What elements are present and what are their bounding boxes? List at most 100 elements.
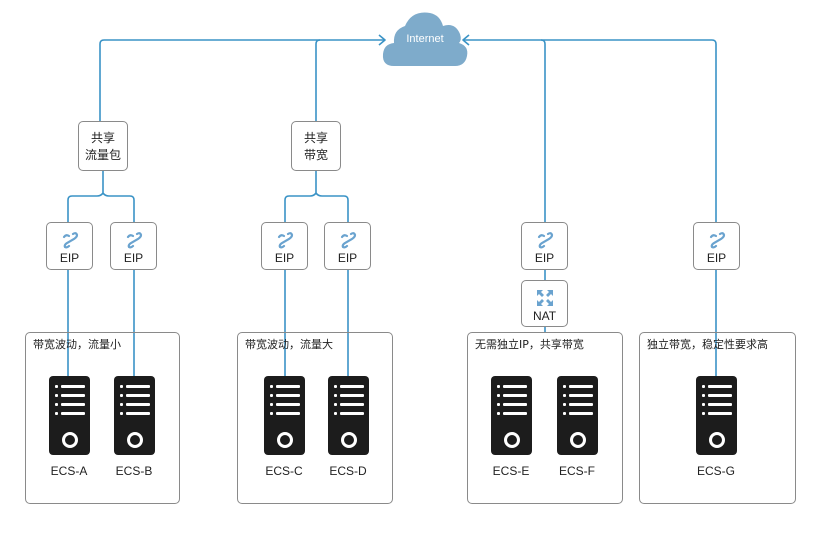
server-slot (334, 385, 364, 388)
server-label: ECS-E (492, 464, 530, 478)
server-slot-bar (340, 403, 364, 406)
server-slot-dot (563, 403, 566, 406)
server-label: ECS-G (696, 464, 735, 478)
server-slot-bar (340, 412, 364, 415)
eip-label: EIP (123, 251, 144, 265)
server-icon[interactable] (49, 376, 90, 455)
server-slot (702, 412, 732, 415)
server-slot-bar (708, 385, 732, 388)
group-caption: 带宽波动，流量大 (245, 338, 333, 351)
wire-bus-right-2 (540, 39, 546, 222)
server-slot (55, 385, 85, 388)
server-slot-dot (334, 403, 337, 406)
server-slot (120, 412, 150, 415)
nat-label: NAT (532, 309, 557, 323)
eip-node-g[interactable]: EIP (693, 222, 740, 270)
server-slot-bar (569, 385, 593, 388)
server-slot (120, 385, 150, 388)
server-slot-bar (503, 394, 527, 397)
shared-traffic-package-line2: 流量包 (84, 148, 121, 162)
server-slot-bar (340, 394, 364, 397)
server-slot-bar (61, 403, 85, 406)
wire-fork-2 (284, 171, 349, 222)
server-icon[interactable] (264, 376, 305, 455)
server-icon[interactable] (491, 376, 532, 455)
server-slot-dot (55, 385, 58, 388)
server-slot-dot (270, 385, 273, 388)
shared-traffic-package-node[interactable]: 共享 流量包 (78, 121, 128, 171)
eip-label: EIP (274, 251, 295, 265)
server-slot (334, 394, 364, 397)
server-slot (334, 403, 364, 406)
server-slot (270, 385, 300, 388)
group-caption: 带宽波动，流量小 (33, 338, 121, 351)
eip-link-icon (340, 232, 356, 249)
group-shared-package: 带宽波动，流量小 (25, 332, 180, 504)
server-slot-dot (563, 385, 566, 388)
server-slot-bar (708, 403, 732, 406)
server-slot-bar (61, 385, 85, 388)
power-button-icon (127, 432, 143, 448)
server-slot-dot (334, 385, 337, 388)
eip-link-icon (277, 232, 293, 249)
group-dedicated: 独立带宽，稳定性要求高 (639, 332, 796, 504)
server-slot-bar (708, 394, 732, 397)
server-slot (702, 403, 732, 406)
server-slot-dot (497, 403, 500, 406)
server-slot (563, 412, 593, 415)
server-slot-bar (340, 385, 364, 388)
server-label: ECS-A (50, 464, 88, 478)
eip-link-icon (537, 232, 553, 249)
server-icon[interactable] (696, 376, 737, 455)
server-slot-bar (503, 385, 527, 388)
server-slot (55, 394, 85, 397)
nat-node[interactable]: NAT (521, 280, 568, 327)
server-slot-bar (276, 403, 300, 406)
power-button-icon (341, 432, 357, 448)
server-slot-bar (503, 403, 527, 406)
server-slot-dot (702, 412, 705, 415)
server-slot-dot (702, 394, 705, 397)
server-slot-dot (120, 412, 123, 415)
server-slot-bar (126, 412, 150, 415)
server-slot-dot (55, 394, 58, 397)
shared-bandwidth-node[interactable]: 共享 带宽 (291, 121, 341, 171)
server-slot-dot (563, 394, 566, 397)
server-icon[interactable] (328, 376, 369, 455)
server-slot-bar (276, 394, 300, 397)
server-slot-dot (702, 385, 705, 388)
group-caption: 无需独立IP，共享带宽 (475, 338, 584, 351)
group-caption: 独立带宽，稳定性要求高 (647, 338, 768, 351)
server-slot (497, 394, 527, 397)
server-slot-dot (55, 412, 58, 415)
server-slot (270, 394, 300, 397)
server-slot (55, 412, 85, 415)
power-button-icon (570, 432, 586, 448)
shared-bandwidth-line2: 带宽 (303, 148, 328, 162)
server-slot (270, 403, 300, 406)
server-slot-bar (503, 412, 527, 415)
eip-link-icon (62, 232, 78, 249)
server-slot (120, 403, 150, 406)
server-slot (120, 394, 150, 397)
cloud-icon (382, 12, 468, 67)
eip-node-c[interactable]: EIP (261, 222, 308, 270)
server-slot-dot (270, 403, 273, 406)
server-slot-dot (120, 394, 123, 397)
server-slot-dot (563, 412, 566, 415)
eip-node-d[interactable]: EIP (324, 222, 371, 270)
server-label: ECS-C (265, 464, 303, 478)
arrow-left (378, 34, 386, 46)
server-slot-dot (497, 412, 500, 415)
server-slot (563, 385, 593, 388)
server-slot-dot (334, 394, 337, 397)
server-icon[interactable] (114, 376, 155, 455)
eip-node-e[interactable]: EIP (521, 222, 568, 270)
server-icon[interactable] (557, 376, 598, 455)
power-button-icon (709, 432, 725, 448)
server-slot-bar (708, 412, 732, 415)
internet-label: Internet (406, 33, 444, 45)
eip-node-a[interactable]: EIP (46, 222, 93, 270)
eip-node-b[interactable]: EIP (110, 222, 157, 270)
server-slot-bar (569, 403, 593, 406)
